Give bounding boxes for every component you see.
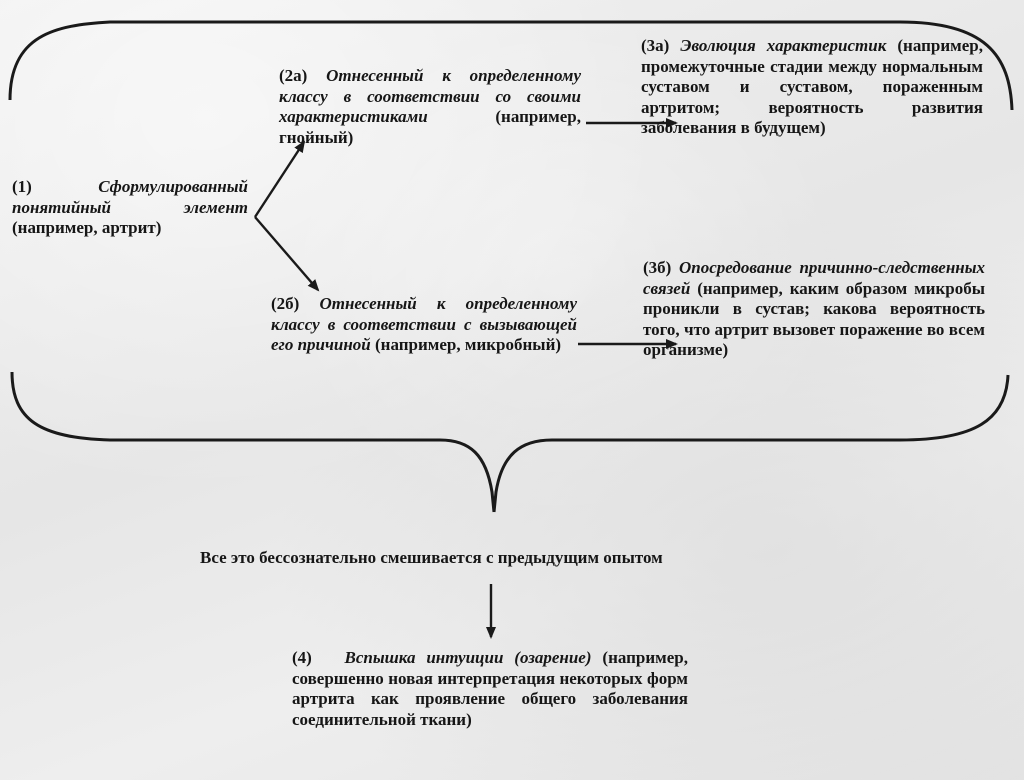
node-4: (4) Вспышка интуиции (озарение) (наприме…: [292, 648, 688, 730]
node-2a: (2а) Отнесенный к определенному классу в…: [279, 66, 581, 148]
node-3b-title: Опосредование причинно-следственных связ…: [643, 258, 985, 298]
node-2b-body: (например, микробный): [375, 335, 562, 354]
node-2a-number: (2а): [279, 66, 308, 85]
node-2b: (2б) Отнесенный к определенному классу в…: [271, 294, 577, 356]
node-3a-title: Эволюция характеристик: [680, 36, 887, 55]
node-3b-body: (например, каким образом микробы проникл…: [643, 278, 986, 360]
arrow-1-to-2a: [253, 140, 306, 218]
enclosing-brace-bottom: [10, 371, 1010, 513]
node-2a-title: Отнесенный к определенному классу в соот…: [279, 66, 581, 126]
merge-caption: Все это бессознательно смешивается с пре…: [200, 548, 663, 567]
node-3a-number: (3а): [641, 36, 670, 55]
node-4-title: Вспышка интуиции (озарение): [344, 648, 592, 667]
node-1-number: (1): [12, 177, 32, 196]
node-3a-body: (например, промежуточные стадии между но…: [641, 36, 983, 137]
node-4-number: (4): [292, 648, 312, 667]
node-1-title: Сформулированный понятийный элемент: [12, 177, 248, 217]
node-2b-number: (2б): [271, 294, 300, 313]
node-1: (1) Сформулированный понятийный элемент …: [12, 177, 248, 239]
node-2a-body: (например, гнойный): [279, 107, 581, 147]
node-3a: (3а) Эволюция характеристик (например, п…: [641, 36, 983, 139]
node-3b-number: (3б): [643, 258, 672, 277]
node-1-body: (например, артрит): [12, 218, 162, 237]
node-2b-title: Отнесенный к определенному классу в соот…: [271, 294, 577, 354]
node-4-body: (например, совершенно новая интерпретаци…: [292, 648, 689, 729]
enclosing-brace: [8, 20, 1014, 111]
arrow-1-to-2b: [254, 216, 320, 292]
node-3b: (3б) Опосредование причинно-следственных…: [643, 258, 985, 361]
